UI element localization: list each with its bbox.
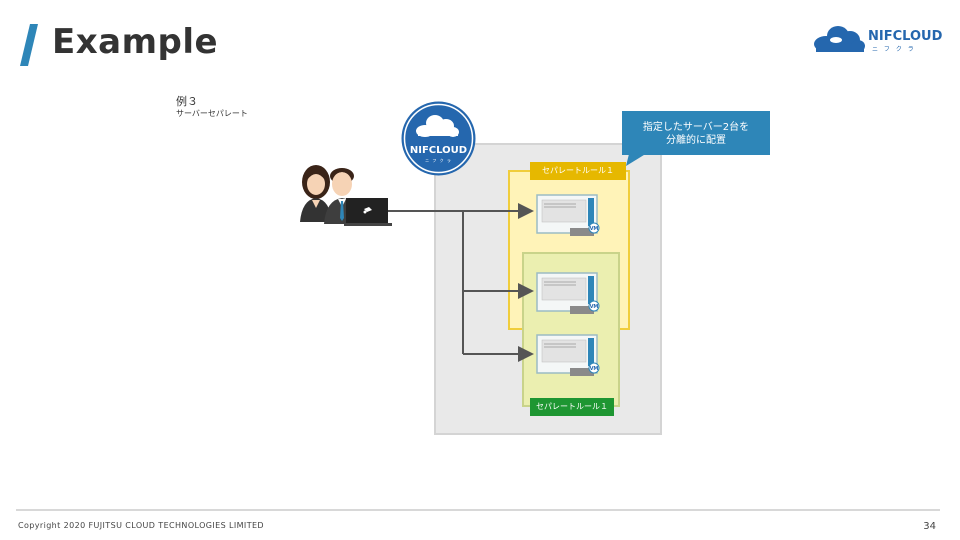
vm-server-2: VM [536,272,600,314]
separate-rule-green-label: セパレートルール１ [530,398,614,416]
vm-label-2: VM [590,304,599,310]
footer-divider [16,509,940,511]
callout-box: 指定したサーバー2台を 分離的に配置 [622,111,770,155]
badge-text: NIFCLOUD [410,145,467,156]
vm-label-3: VM [590,366,599,372]
users-with-laptop-icon [300,165,392,226]
nifcloud-badge: NIFCLOUD ニ フ ク ラ [401,101,476,176]
page-title: Example [52,22,219,62]
badge-sub: ニ フ ク ラ [425,157,452,163]
page-number: 34 [923,521,936,532]
title-slash-icon [20,24,38,66]
vm-label-1: VM [590,226,599,232]
logo-text: NIFCLOUD [868,29,942,44]
vm-server-3: VM [536,334,600,376]
nifcloud-logo: NIFCLOUD ニ フ ク ラ [814,26,942,53]
logo-sub: ニ フ ク ラ [872,46,916,53]
separate-rule-yellow-label: セパレートルール１ [530,162,626,180]
callout-line1: 指定したサーバー2台を [642,122,750,133]
example-subtitle: サーバーセパレート [176,109,248,118]
vm-server-1: VM [536,194,600,236]
callout-line2: 分離的に配置 [666,135,726,146]
example-label: 例３ [176,95,198,108]
copyright-text: Copyright 2020 FUJITSU CLOUD TECHNOLOGIE… [18,521,264,530]
